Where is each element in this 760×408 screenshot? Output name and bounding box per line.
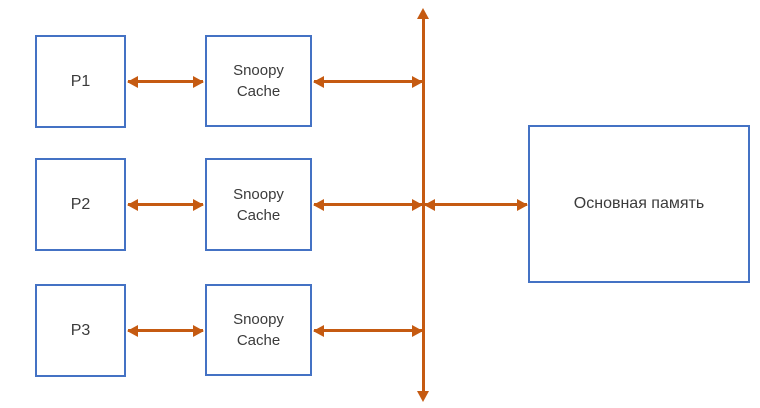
processor-label: P1 [70, 72, 91, 90]
cache-box-3: Snoopy Cache [205, 284, 312, 376]
bidirectional-arrow-p3-cache3 [127, 324, 204, 337]
bidirectional-arrow-cache2-bus [313, 198, 423, 211]
bidirectional-arrow-p1-cache1 [127, 75, 204, 88]
processor-box-p1: P1 [35, 35, 126, 128]
processor-label: P2 [70, 195, 91, 213]
cache-box-1: Snoopy Cache [205, 35, 312, 127]
bidirectional-arrow-cache3-bus [313, 324, 423, 337]
processor-box-p3: P3 [35, 284, 126, 377]
bidirectional-arrow-p2-cache2 [127, 198, 204, 211]
processor-box-p2: P2 [35, 158, 126, 251]
cache-label: Snoopy Cache [233, 311, 284, 349]
bus-line [417, 8, 429, 402]
processor-label: P3 [70, 321, 91, 339]
cache-label: Snoopy Cache [233, 62, 284, 100]
memory-label: Основная память [573, 195, 705, 212]
cache-box-2: Snoopy Cache [205, 158, 312, 251]
bidirectional-arrow-cache1-bus [313, 75, 423, 88]
cache-label: Snoopy Cache [233, 185, 284, 224]
bidirectional-arrow-bus-memory [424, 198, 528, 211]
memory-box: Основная память [528, 125, 750, 283]
